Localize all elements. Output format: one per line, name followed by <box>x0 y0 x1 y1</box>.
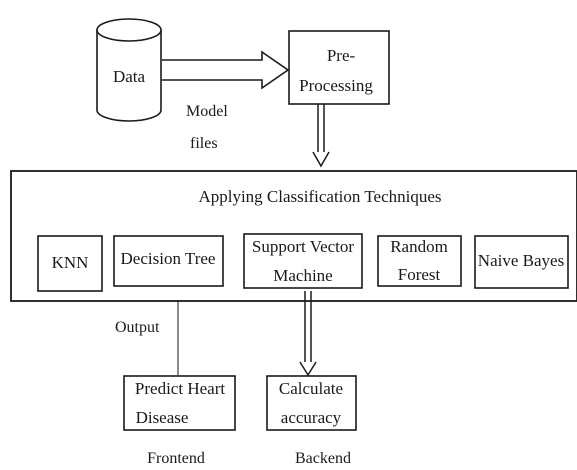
naive-bayes-label: Naive Bayes <box>478 251 564 270</box>
calculate-accuracy-box: Calculate accuracy <box>266 375 357 431</box>
preprocessing-label-line2: Processing <box>299 76 373 95</box>
preprocessing-to-classification-arrow <box>312 104 330 168</box>
predict-label-line2: Disease <box>136 408 189 427</box>
classification-to-accuracy-arrow <box>299 291 317 377</box>
svm-label-line2: Machine <box>273 266 332 285</box>
model-files-label: Model files <box>186 103 228 152</box>
decision-tree-box: Decision Tree <box>113 235 224 287</box>
random-forest-label-line1: Random <box>390 237 448 256</box>
data-cylinder: Data <box>96 18 162 122</box>
knn-label: KNN <box>52 253 89 272</box>
svm-box: Support Vector Machine <box>243 233 363 289</box>
decision-tree-label: Decision Tree <box>121 249 216 268</box>
preprocessing-box: Pre- Processing <box>288 30 390 105</box>
svm-label-line1: Support Vector <box>252 237 354 256</box>
output-label: Output <box>115 319 160 336</box>
knn-box: KNN <box>37 235 103 292</box>
svg-text:files: files <box>190 135 218 152</box>
predict-label-line1: Predict Heart <box>135 379 225 398</box>
data-label: Data <box>113 67 146 86</box>
random-forest-label-line2: Forest <box>398 265 441 284</box>
frontend-label: Frontend <box>147 450 205 467</box>
backend-label: Backend <box>295 450 351 467</box>
predict-heart-disease-box: Predict Heart Disease <box>123 375 236 431</box>
data-to-preprocessing-arrow <box>162 50 290 90</box>
accuracy-label-line1: Calculate <box>279 379 343 398</box>
preprocessing-label-line1: Pre- <box>327 46 356 65</box>
classification-title: Applying Classification Techniques <box>198 187 441 206</box>
svg-text:Model: Model <box>186 103 228 120</box>
accuracy-label-line2: accuracy <box>281 408 342 427</box>
naive-bayes-box: Naive Bayes <box>474 235 569 289</box>
random-forest-box: Random Forest <box>377 235 462 287</box>
